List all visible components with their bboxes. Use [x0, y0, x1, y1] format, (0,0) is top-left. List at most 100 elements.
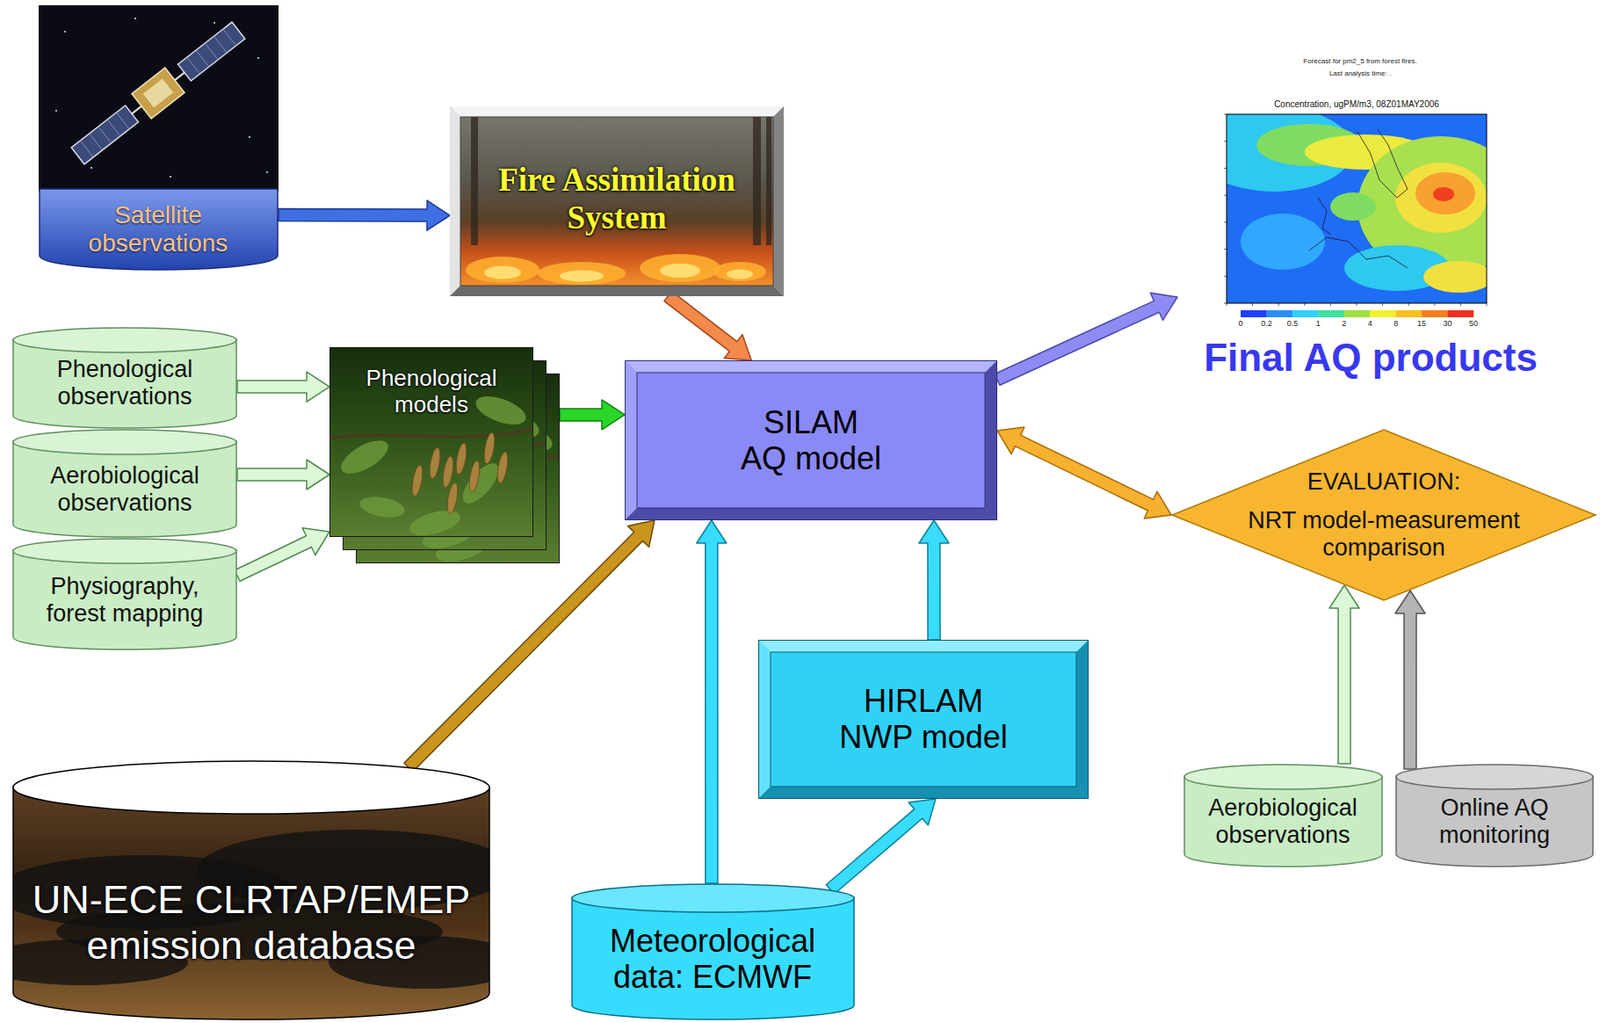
colorbar-tick: 4 [1368, 318, 1373, 328]
node-text: UN-ECE CLRTAP/EMEP emission database [21, 876, 481, 969]
bevel-left [624, 360, 638, 521]
catkin [454, 441, 469, 475]
panel-grid [89, 133, 103, 151]
star [257, 57, 260, 59]
star [213, 21, 216, 24]
colorbar-cell [1240, 310, 1267, 318]
node-text: Fire Assimilation System [492, 161, 740, 237]
colorbar-cell [1421, 310, 1448, 318]
axis-tick [1223, 167, 1227, 169]
colorbar-tick: 30 [1443, 318, 1453, 328]
bevel-outline [759, 640, 1089, 799]
node-text: Phenological models [362, 365, 500, 419]
colorbar-tick: 1 [1316, 318, 1321, 328]
star [266, 171, 268, 174]
colorbar-tick: 50 [1469, 318, 1478, 328]
catkin [445, 481, 460, 515]
node-text: Aerobiological observations [1205, 794, 1361, 849]
cylinder-body [13, 550, 237, 650]
axis-tick [1223, 303, 1227, 305]
axis-tick [1223, 248, 1227, 250]
colorbar-cell [1369, 310, 1397, 318]
leaf [471, 390, 529, 431]
colorbar-cell [1266, 310, 1293, 318]
panel-grid [107, 119, 121, 137]
panel-grid [195, 50, 210, 67]
branch [329, 429, 533, 439]
photo-card [329, 347, 534, 541]
solar-panel [178, 21, 246, 81]
flame [713, 261, 767, 282]
catkin [441, 455, 456, 488]
colorbar-cell [1396, 310, 1423, 318]
node-text: Physiography, forest mapping [42, 572, 209, 628]
catkin [467, 459, 482, 493]
data-cylinder: Aerobiological observations [1183, 763, 1383, 868]
bevel-right [1076, 639, 1089, 799]
decision-diamond: EVALUATION:NRT model-measurement compari… [1171, 428, 1597, 601]
bevel-face [770, 651, 1077, 787]
axis-tick [1223, 114, 1227, 116]
solar-panel [71, 105, 138, 165]
node-text: Concentration, ugPM/m3, 08Z01MAY2006 [1274, 99, 1440, 110]
flow-arrow [234, 528, 330, 582]
cylinder-top [1184, 764, 1383, 790]
flame-core [659, 263, 701, 278]
node-text: Aerobiological observations [47, 462, 203, 517]
bevel-frame [625, 361, 998, 521]
axis-tick [1433, 303, 1435, 306]
frame-left [449, 106, 461, 297]
frame-top [449, 106, 784, 117]
axis-tick [1382, 303, 1383, 306]
cylinder-band [39, 188, 278, 270]
star [169, 175, 172, 178]
bevel-top [758, 639, 1089, 652]
axis-tick [1486, 303, 1488, 306]
axis-tick [1223, 140, 1227, 142]
data-cylinder: Phenological observations [12, 326, 238, 429]
panel-grid [223, 28, 237, 46]
aq-product-panel: Forecast for pm2_5 from forest fires.Las… [1177, 48, 1564, 387]
flow-arrow [696, 520, 727, 884]
axis-tick [1330, 303, 1332, 306]
node-text: HIRLAM NWP model [834, 682, 1013, 756]
axis-tick [1356, 303, 1358, 306]
flame [537, 261, 626, 285]
satellite [68, 17, 249, 168]
bevel-top [624, 360, 998, 373]
node-text: SILAM AQ model [738, 404, 884, 478]
star [134, 17, 137, 20]
colorbar-tick: 2 [1341, 318, 1347, 328]
satellite-body [131, 67, 185, 119]
fire-assimilation-box: Fire Assimilation System [449, 106, 784, 297]
axis-tick [1223, 275, 1227, 277]
axis-tick [1226, 303, 1228, 306]
cylinder-top [13, 429, 237, 455]
model-box: SILAM AQ model [624, 360, 998, 521]
axis-tick [1460, 303, 1462, 306]
concentration-field [1330, 192, 1376, 221]
axis-tick [1278, 303, 1280, 306]
frame-right [773, 106, 784, 297]
panel-grid [115, 112, 130, 130]
concentration-map [1226, 114, 1487, 304]
cylinder-top [13, 327, 237, 353]
bevel-frame [759, 640, 1089, 799]
cylinder-body [571, 897, 855, 1020]
cylinder-top [571, 883, 855, 913]
panel-grid [204, 43, 218, 60]
database-cylinder: UN-ECE CLRTAP/EMEP emission database [12, 760, 491, 1021]
axis-tick [1223, 195, 1227, 196]
flow-arrow [994, 292, 1178, 385]
panel-grid [187, 57, 201, 74]
bevel-face [637, 372, 985, 508]
flame-core [484, 266, 522, 280]
coastline [1317, 197, 1332, 235]
catkin [482, 431, 497, 464]
satellite-photo [38, 5, 279, 192]
cylinder-body [13, 441, 237, 537]
node-text: Meteorological data: ECMWF [606, 922, 819, 996]
colorbar-tick: 15 [1417, 318, 1427, 328]
colorbar-cell [1317, 310, 1345, 318]
decision-heading: EVALUATION: [1307, 468, 1462, 496]
